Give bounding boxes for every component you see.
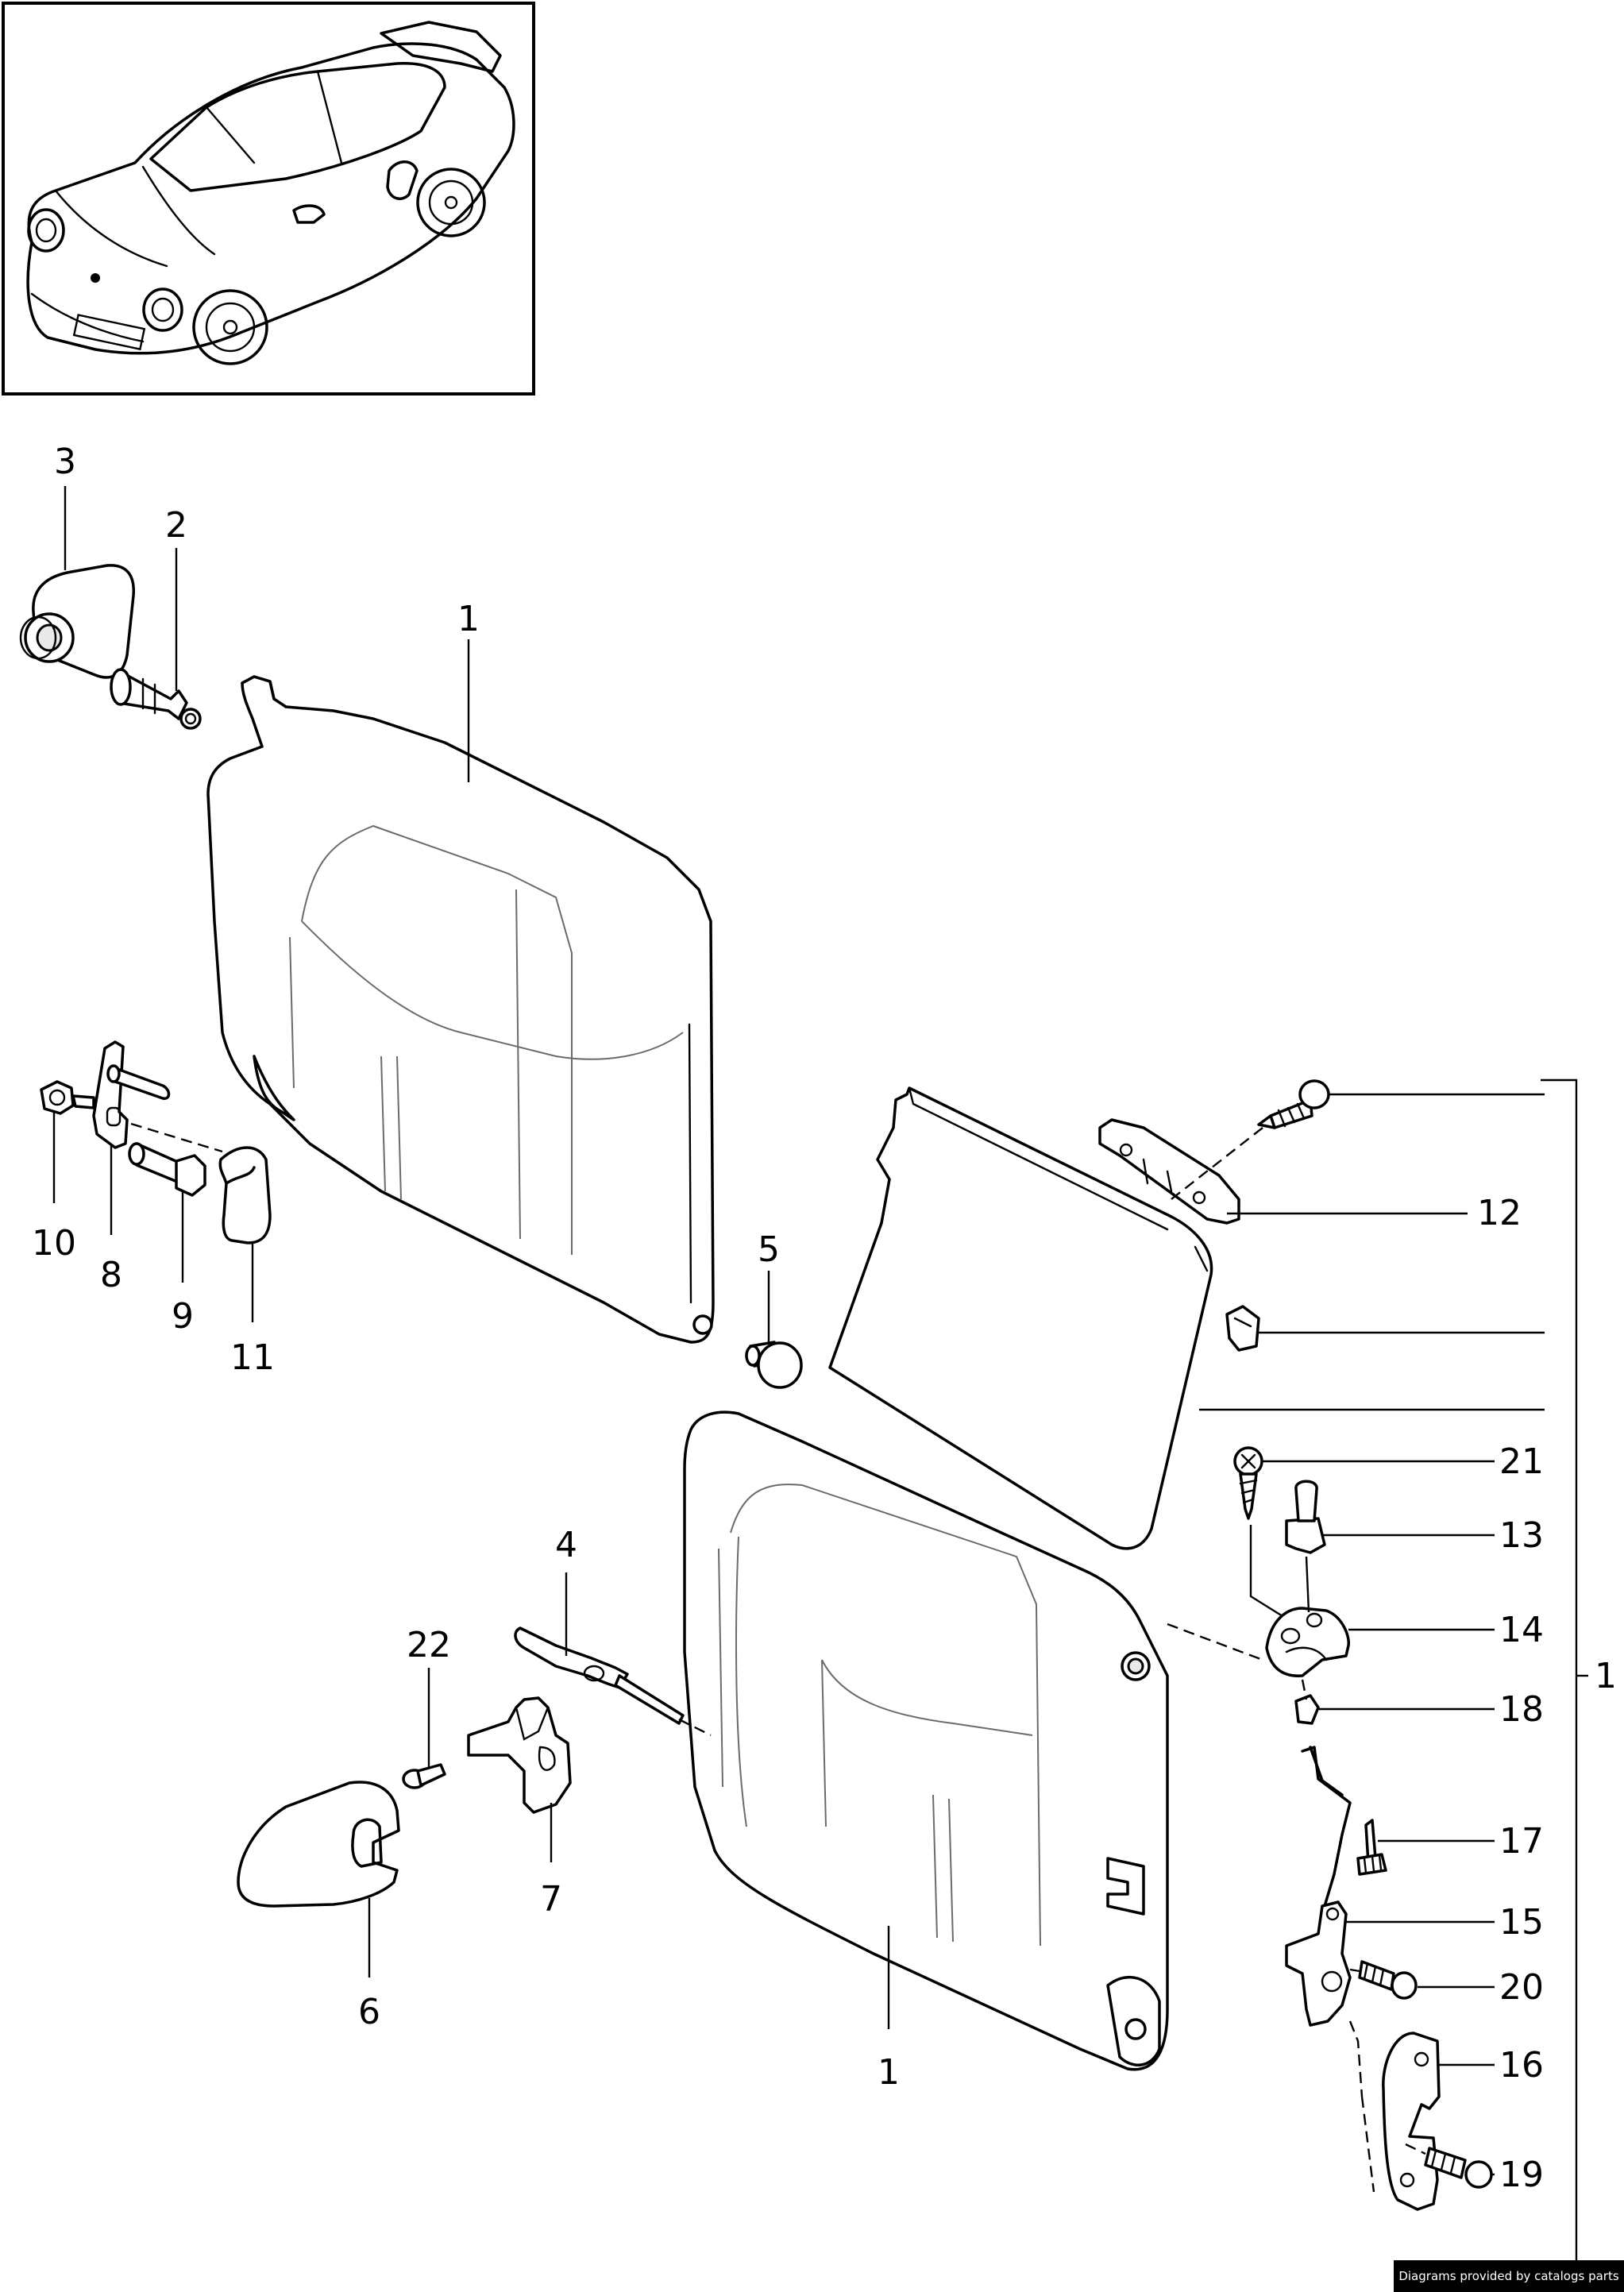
callout-1-upper: 1	[457, 599, 480, 639]
vehicle-thumbnail	[2, 2, 535, 396]
callout-13: 13	[1499, 1515, 1544, 1556]
part-5-cap	[745, 1341, 803, 1389]
part-22-screw	[402, 1763, 446, 1789]
part-18-clip	[1294, 1694, 1320, 1725]
callout-21: 21	[1499, 1441, 1544, 1482]
part-screw-upper	[1171, 1079, 1330, 1200]
leader-lines	[52, 486, 1588, 2292]
part-14-bracket	[1265, 1607, 1350, 1677]
callout-3: 3	[54, 442, 76, 482]
leader-21-14	[1249, 1525, 1283, 1618]
callout-11: 11	[230, 1337, 275, 1378]
credit-text: Diagrams provided by catalogs parts	[1398, 2269, 1619, 2283]
part-12-clip-strip	[1098, 1118, 1240, 1225]
callout-labels: 3 2 1 10 8 9 11 5 4 22 7 6 1 12 21 13 14…	[32, 442, 1617, 2195]
part-9-bolt	[128, 1122, 223, 1197]
callout-4: 4	[555, 1525, 577, 1565]
callout-22: 22	[407, 1625, 451, 1665]
part-8-hinge-plate	[92, 1040, 171, 1149]
dashed-guide-knob	[1167, 1623, 1263, 1661]
part-16-plate	[1360, 2032, 1441, 2211]
part-small-clip	[1225, 1305, 1260, 1352]
part-3-bracket	[19, 564, 135, 679]
callout-16: 16	[1499, 2045, 1544, 2086]
callout-9: 9	[172, 1296, 194, 1337]
credit-badge: Diagrams provided by catalogs parts	[1394, 2260, 1624, 2292]
part-1-backrest-cover-upper	[206, 675, 715, 1344]
callout-15: 15	[1499, 1902, 1544, 1943]
part-13-clip	[1285, 1480, 1326, 1554]
callout-20: 20	[1499, 1967, 1544, 2008]
callout-10: 10	[32, 1223, 76, 1264]
callout-2: 2	[165, 505, 187, 546]
part-10-nut	[40, 1080, 95, 1115]
part-2-bolt	[110, 668, 202, 730]
callout-17: 17	[1499, 1821, 1544, 1862]
callout-5: 5	[758, 1229, 780, 1270]
callout-12: 12	[1477, 1193, 1522, 1233]
leader-13-14	[1305, 1556, 1310, 1613]
callout-7: 7	[540, 1879, 562, 1920]
backrest-panel	[828, 1086, 1213, 1550]
callout-1-bracket: 1	[1595, 1656, 1617, 1696]
callout-18: 18	[1499, 1689, 1544, 1730]
part-19-bolt	[1405, 2143, 1493, 2189]
part-1-backrest-frame-lower	[683, 1410, 1169, 2071]
dashed-guide-18	[1301, 1679, 1308, 1700]
part-4-rod	[514, 1626, 712, 1737]
part-17-pin	[1356, 1819, 1387, 1876]
callout-1-lower: 1	[878, 2052, 900, 2093]
part-6-cover	[237, 1781, 400, 1908]
part-7-hinge-bracket	[467, 1696, 572, 1814]
part-11-cover	[218, 1146, 272, 1244]
callout-19: 19	[1499, 2155, 1544, 2195]
callout-14: 14	[1499, 1610, 1544, 1650]
part-21-screw	[1233, 1446, 1263, 1520]
callout-8: 8	[100, 1255, 122, 1295]
callout-6: 6	[358, 1992, 380, 2032]
part-20-bolt	[1349, 1960, 1418, 2000]
part-15-latch	[1285, 1746, 1364, 2097]
